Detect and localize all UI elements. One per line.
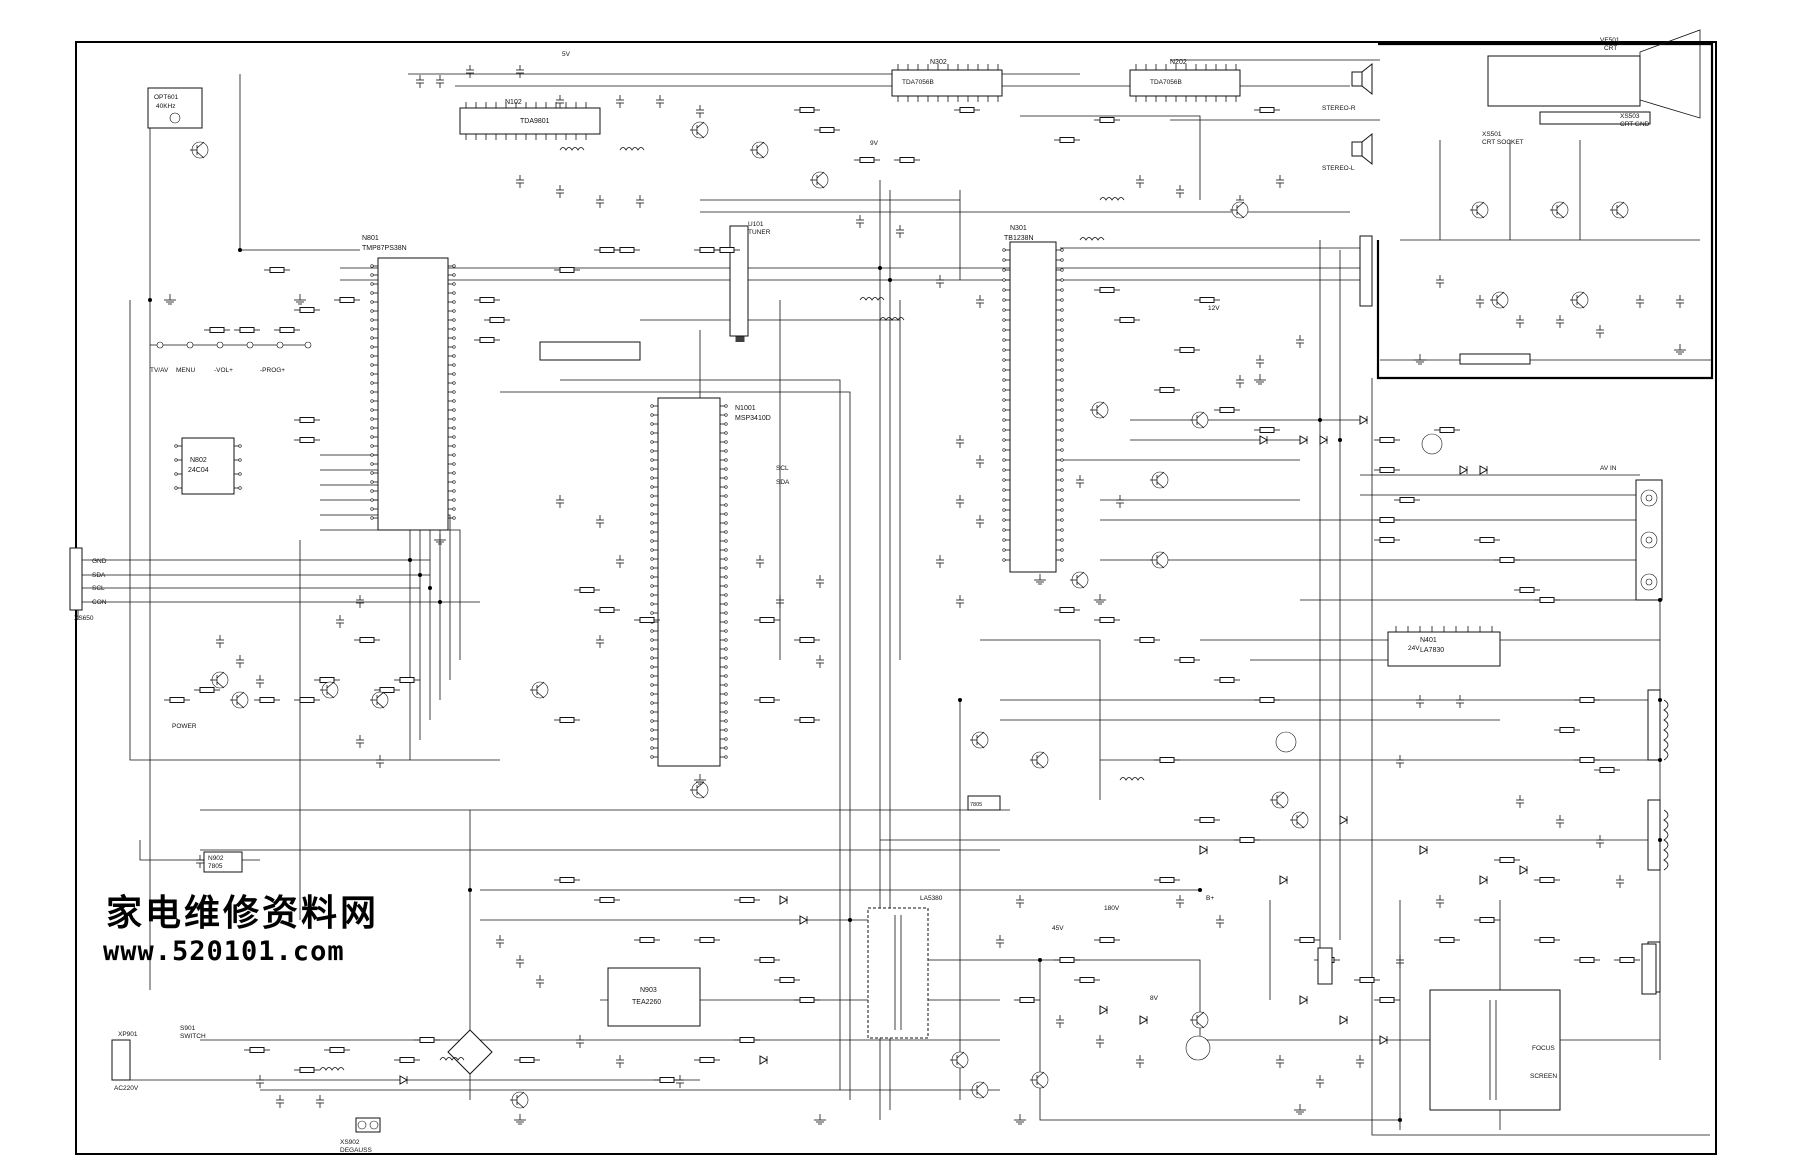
ic-n102-ref: N102 bbox=[505, 99, 522, 106]
power-plug-ref: XP901 bbox=[118, 1031, 138, 1038]
crt-ref: VE501 bbox=[1600, 37, 1620, 44]
ic-n401-ref: N401 bbox=[1420, 637, 1437, 644]
conn-sda: SDA bbox=[92, 572, 106, 579]
ic-n802 bbox=[181, 437, 235, 495]
av-in-label: AV IN bbox=[1600, 465, 1617, 472]
kbd-tvav: TV/AV bbox=[150, 367, 169, 374]
ic-n202-ref: N202 bbox=[1170, 59, 1187, 66]
passive-components bbox=[148, 65, 1686, 1125]
kbd-prog: -PROG+ bbox=[260, 367, 285, 374]
kbd-menu: MENU bbox=[176, 367, 195, 374]
rail-5v: 5V bbox=[562, 51, 571, 58]
ic-blocks: N102 TDA9801 N801 TMP87PS38N N802 24C04 … bbox=[181, 59, 1501, 1027]
crt-gnd-sub: CRT GND bbox=[1620, 121, 1650, 128]
crt-board-frame bbox=[1376, 42, 1714, 380]
ic-n904 bbox=[967, 795, 1001, 811]
ic-n102 bbox=[459, 107, 601, 135]
ic-n802-part: 24C04 bbox=[188, 467, 209, 474]
ic-n301 bbox=[1009, 241, 1057, 573]
crt-socket-ref: XS501 bbox=[1482, 131, 1502, 138]
speaker-left-label: STEREO-L bbox=[1322, 165, 1355, 172]
oscillator-module: OPT601 40KHz bbox=[147, 87, 203, 129]
power-input: XP901 AC220V S901 SWITCH XS902 DEGAUSS bbox=[111, 1025, 381, 1154]
switch-ref: S901 bbox=[180, 1025, 196, 1032]
ic-n401 bbox=[1387, 631, 1501, 667]
fbt-screen-label: SCREEN bbox=[1530, 1073, 1557, 1080]
keyboard-switches: TV/AV MENU -VOL+ -PROG+ bbox=[150, 341, 312, 374]
ic-n903 bbox=[607, 967, 701, 1027]
ic-n203-part: TDA7056B bbox=[902, 79, 934, 86]
osc-freq: 40KHz bbox=[156, 103, 176, 110]
ic-n302-ref: N302 bbox=[930, 59, 947, 66]
power-transistors bbox=[1185, 433, 1443, 1061]
bridge-rectifier bbox=[447, 1029, 493, 1075]
ic-n902-ref: N902 bbox=[208, 855, 224, 862]
ic-n903-ref: N903 bbox=[640, 987, 657, 994]
ic-n102-part: TDA9801 bbox=[520, 118, 550, 125]
speaker-left-icon: STEREO-L bbox=[1322, 132, 1373, 172]
conn-scl: SCL bbox=[92, 585, 105, 592]
tuner-sub: TUNER bbox=[748, 229, 771, 236]
ic-n902 bbox=[203, 851, 243, 873]
ic-n801 bbox=[377, 257, 449, 531]
ic-n903-part: TEA2260 bbox=[632, 999, 661, 1006]
ic-n902-part: 7805 bbox=[208, 863, 223, 870]
av-jacks: AV IN bbox=[1600, 465, 1663, 601]
speaker-right-icon: STEREO-R bbox=[1322, 62, 1373, 112]
ic-n1001-ref: N1001 bbox=[735, 405, 756, 412]
speaker-right-label: STEREO-R bbox=[1322, 105, 1356, 112]
ic-n302 bbox=[891, 69, 1003, 97]
ic-pins bbox=[174, 64, 1493, 759]
rail-45v: 45V bbox=[1052, 925, 1064, 932]
bus-sda: SDA bbox=[776, 479, 790, 486]
tuner-block bbox=[729, 225, 749, 337]
degauss-sub: DEGAUSS bbox=[340, 1147, 372, 1154]
fbt-focus-label: FOCUS bbox=[1532, 1045, 1555, 1052]
ic-n301-ref: N301 bbox=[1010, 225, 1027, 232]
crt-module: VE501 CRT XS501 CRT SOCKET XS503 CRT GND bbox=[1482, 29, 1701, 146]
crt-socket-sub: CRT SOCKET bbox=[1482, 139, 1524, 146]
power-plug-sub: AC220V bbox=[114, 1085, 139, 1092]
crt-sub: CRT bbox=[1604, 45, 1617, 52]
ic-n202-part: TDA7056B bbox=[1150, 79, 1182, 86]
rail-labels: 5V 9V 12V 24V B+ 180V 45V 8V POWER SDA S… bbox=[172, 51, 1420, 1002]
crt-gnd-ref: XS503 bbox=[1620, 113, 1640, 120]
switch-sub: SWITCH bbox=[180, 1033, 206, 1040]
ic-n801-part: TMP87PS38N bbox=[362, 245, 407, 252]
ic-n401-part: LA7830 bbox=[1420, 647, 1444, 654]
osc-ref: OPT601 bbox=[154, 94, 179, 101]
ic-n802-ref: N802 bbox=[190, 457, 207, 464]
rail-12v: 12V bbox=[1208, 305, 1220, 312]
ic-n301-part: TB1238N bbox=[1004, 235, 1034, 242]
rail-b-plus: B+ bbox=[1206, 895, 1214, 902]
degauss-ref: XS902 bbox=[340, 1139, 360, 1146]
conn-ref: XS650 bbox=[74, 615, 94, 622]
rail-180v: 180V bbox=[1104, 905, 1120, 912]
conn-gnd: GND bbox=[92, 558, 107, 565]
left-connector: GND SDA SCL CON XS650 bbox=[69, 547, 107, 622]
ic-n202 bbox=[1129, 69, 1241, 97]
rail-9v: 9V bbox=[870, 140, 879, 147]
ic-n904-part: 7805 bbox=[970, 802, 982, 808]
watermark-url: www.520101.com bbox=[103, 936, 345, 967]
rail-8v: 8V bbox=[1150, 995, 1159, 1002]
fbt-transformer: FOCUS SCREEN bbox=[1429, 989, 1561, 1111]
rail-24v: 24V bbox=[1408, 645, 1420, 652]
switch-transformer bbox=[867, 907, 929, 1039]
conn-con: CON bbox=[92, 599, 107, 606]
ic-n602 bbox=[539, 341, 641, 361]
bus-scl: SCL bbox=[776, 465, 789, 472]
watermark-chinese: 家电维修资料网 bbox=[106, 892, 380, 934]
tuner-ref: U101 bbox=[748, 221, 764, 228]
ic-n905-part: LA5380 bbox=[920, 895, 943, 902]
ic-n1001-part: MSP3410D bbox=[735, 415, 771, 422]
kbd-vol: -VOL+ bbox=[214, 367, 233, 374]
ic-n1001 bbox=[657, 397, 721, 767]
rail-power: POWER bbox=[172, 723, 197, 730]
ic-n801-ref: N801 bbox=[362, 235, 379, 242]
